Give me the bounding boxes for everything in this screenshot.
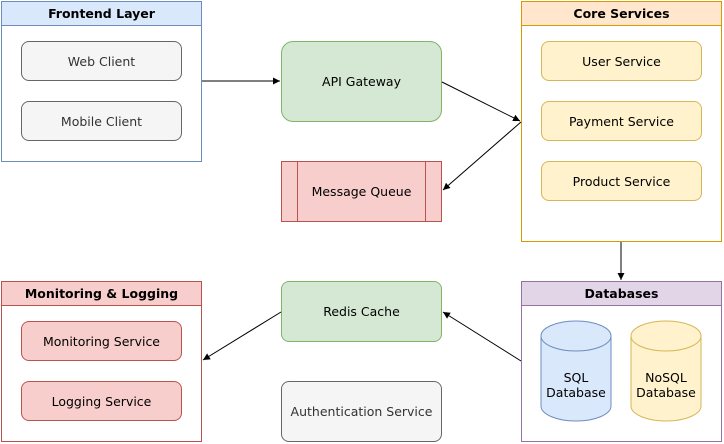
nosql-database-label-line1: NoSQL [645, 370, 687, 385]
databases-title: Databases [522, 282, 721, 306]
message-queue-left-bar [297, 162, 298, 221]
product-service-node[interactable]: Product Service [541, 161, 702, 201]
message-queue-node[interactable]: Message Queue [281, 161, 442, 222]
nosql-database-node[interactable]: NoSQL Database [630, 320, 702, 422]
edge-databases-to-redis-cache [442, 311, 522, 362]
logging-service-node[interactable]: Logging Service [21, 381, 182, 421]
mobile-client-node[interactable]: Mobile Client [21, 101, 182, 141]
user-service-node[interactable]: User Service [541, 41, 702, 81]
monitoring-logging-title: Monitoring & Logging [2, 282, 201, 306]
sql-database-label-line1: SQL [564, 370, 589, 385]
monitoring-service-node[interactable]: Monitoring Service [21, 321, 182, 361]
edge-api-gateway-to-core-services [441, 81, 521, 122]
sql-database-label-line2: Database [546, 385, 606, 400]
sql-database-node[interactable]: SQL Database [540, 320, 612, 422]
authentication-service-node[interactable]: Authentication Service [281, 381, 442, 442]
message-queue-label: Message Queue [311, 184, 412, 199]
nosql-database-label-line2: Database [636, 385, 696, 400]
core-services-title: Core Services [522, 2, 721, 26]
message-queue-right-bar [425, 162, 426, 221]
api-gateway-node[interactable]: API Gateway [281, 41, 442, 122]
web-client-node[interactable]: Web Client [21, 41, 182, 81]
edge-core-services-to-message-queue [442, 121, 522, 191]
redis-cache-node[interactable]: Redis Cache [281, 281, 442, 342]
frontend-layer-title: Frontend Layer [2, 2, 201, 26]
edge-redis-cache-to-monitoring [202, 311, 282, 361]
payment-service-node[interactable]: Payment Service [541, 101, 702, 141]
